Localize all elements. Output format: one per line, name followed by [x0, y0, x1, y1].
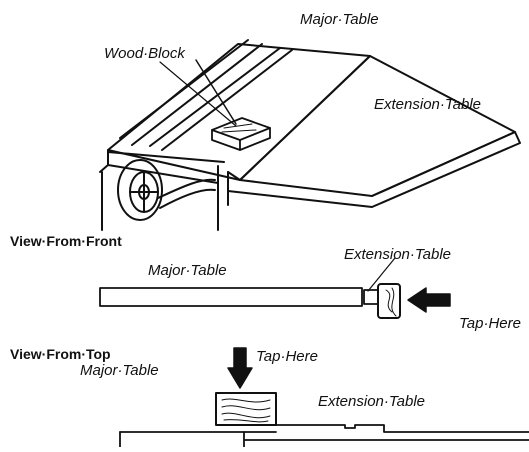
wood-block-isometric: [211, 117, 271, 151]
tap-arrow-front: [407, 287, 451, 313]
top-view: [119, 347, 529, 448]
extension-table-label-front: Extension·Table: [344, 246, 452, 263]
view-from-front-heading: View·From·Front: [10, 233, 122, 249]
extension-table-surface: [239, 55, 516, 197]
wood-block-leader: [159, 61, 237, 127]
major-table-label-top: Major·Table: [300, 11, 379, 28]
extension-table-label-bottom: Extension·Table: [318, 393, 426, 410]
table-saw-isometric: [99, 39, 521, 231]
major-table-front-edge: [107, 149, 219, 184]
wood-block-front: [377, 283, 401, 319]
tap-arrow-top: [227, 347, 253, 389]
major-table-front-bar: [99, 287, 363, 307]
tap-here-label-front: Tap·Here: [459, 315, 521, 332]
tap-here-label-top: Tap·Here: [256, 348, 318, 365]
fence-rail: [119, 39, 249, 139]
wood-block-label: Wood·Block: [104, 45, 185, 62]
extension-table-label-top: Extension·Table: [374, 96, 482, 113]
major-table-label-front: Major·Table: [148, 262, 227, 279]
extension-table-leader: [367, 257, 396, 292]
wood-block-top: [215, 392, 277, 426]
front-view: [99, 257, 451, 319]
major-table-surface: [107, 43, 371, 181]
view-from-top-heading: View·From·Top: [10, 346, 111, 362]
major-table-label-bottom: Major·Table: [80, 362, 159, 379]
extension-table-front-edge: [227, 131, 521, 208]
handwheel: [117, 159, 216, 221]
extension-table-front-block: [363, 289, 379, 305]
extension-table-top-outline: [275, 424, 529, 433]
